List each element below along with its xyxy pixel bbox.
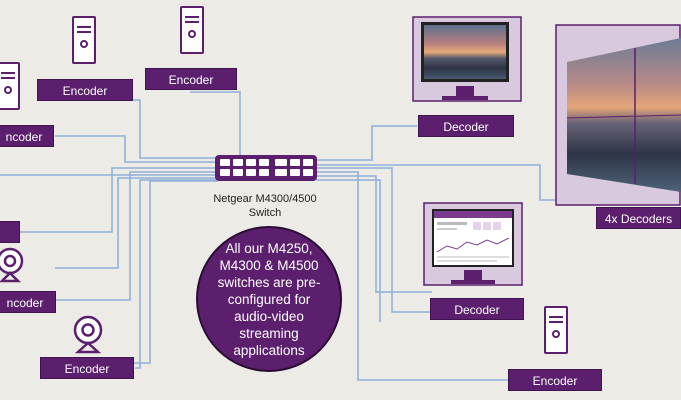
monitor-icon xyxy=(412,16,522,114)
pc-tower-icon xyxy=(0,62,20,110)
wire-decoder-6 xyxy=(316,179,381,322)
pc-tower-icon xyxy=(72,16,96,64)
switch-label: Netgear M4300/4500 Switch xyxy=(190,192,340,220)
webcam-icon xyxy=(0,247,24,283)
decoder-label: 4x Decoders xyxy=(596,207,681,229)
encoder-label: ncoder xyxy=(0,125,54,147)
video-wall-icon xyxy=(555,24,681,206)
encoder-label: Encoder xyxy=(508,369,602,391)
wire-decoder-3 xyxy=(316,167,432,313)
wire-encoder-2 xyxy=(190,91,241,156)
switch-label-line2: Switch xyxy=(248,207,282,219)
callout-text: All our M4250, M4300 & M4500 switches ar… xyxy=(217,240,321,358)
wire-encoder-7 xyxy=(55,177,216,269)
encoder-label xyxy=(0,221,20,243)
monitor-icon xyxy=(423,202,523,298)
network-switch-icon xyxy=(215,155,317,181)
encoder-label: ncoder xyxy=(0,291,56,313)
wire-encoder-3 xyxy=(55,135,216,163)
encoder-label: Encoder xyxy=(145,68,237,90)
encoder-label: Encoder xyxy=(37,79,133,101)
pc-tower-icon xyxy=(544,306,568,354)
encoder-label: Encoder xyxy=(40,357,134,379)
wire-encoder-1 xyxy=(85,99,216,159)
wire-encoder-6 xyxy=(55,171,216,301)
wire-decoder-5 xyxy=(316,175,432,293)
decoder-label: Decoder xyxy=(430,298,524,320)
switch-label-line1: Netgear M4300/4500 xyxy=(213,193,317,205)
callout-circle: All our M4250, M4300 & M4500 switches ar… xyxy=(196,226,342,372)
wire-encoder-4 xyxy=(20,167,216,233)
switch-ports xyxy=(220,159,313,176)
decoder-label: Decoder xyxy=(418,115,514,137)
pc-tower-icon xyxy=(180,6,204,54)
wire-decoder-4 xyxy=(316,171,512,381)
webcam-icon xyxy=(73,315,103,354)
wire-decoder-1 xyxy=(316,125,417,161)
wire-encoder-8 xyxy=(135,179,216,369)
